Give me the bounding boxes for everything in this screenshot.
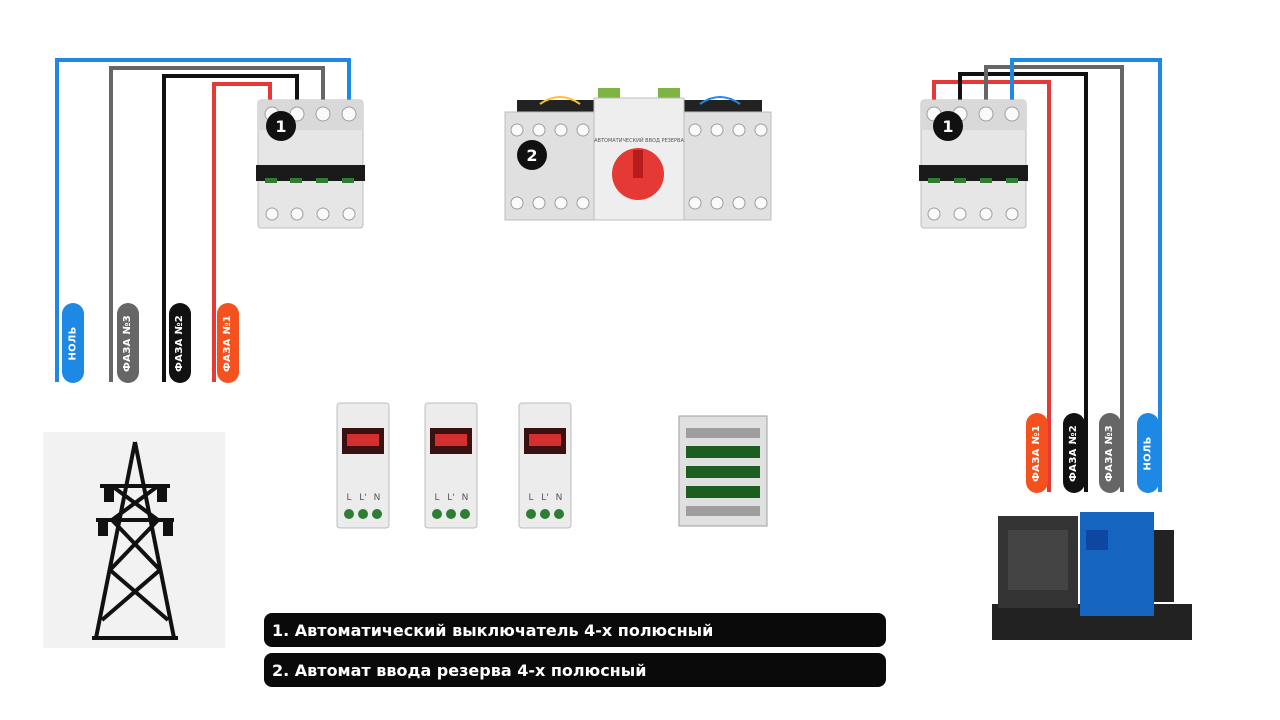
right-label-phase3: ФАЗА №3 xyxy=(1099,413,1121,493)
right-label-phase1: ФАЗА №1 xyxy=(1026,413,1048,493)
left-label-phase1: ФАЗА №1 xyxy=(217,303,239,383)
badge-breaker-left: 1 xyxy=(266,111,296,141)
terminal-block xyxy=(678,415,768,527)
relay3-terminal-l2: L' xyxy=(541,493,549,503)
relay2-terminal-n: N xyxy=(462,493,469,503)
voltage-relay-1 xyxy=(336,402,390,529)
relay1-terminal-l2: L' xyxy=(359,493,367,503)
left-label-phase2: ФАЗА №2 xyxy=(169,303,191,383)
left-neutral-wire xyxy=(55,58,351,382)
right-wires xyxy=(932,58,1162,492)
diesel-generator-icon xyxy=(992,512,1192,640)
right-neutral-wire xyxy=(1010,58,1162,492)
left-phase1-wire xyxy=(212,82,272,382)
left-label-phase3: ФАЗА №3 xyxy=(117,303,139,383)
right-label-neutral: НОЛЬ xyxy=(1137,413,1159,493)
relay1-terminal-n: N xyxy=(374,493,381,503)
right-phase1-wire xyxy=(932,80,1051,492)
badge-ats: 2 xyxy=(517,140,547,170)
right-phase3-wire xyxy=(984,65,1124,492)
right-label-phase2: ФАЗА №2 xyxy=(1063,413,1085,493)
transmission-tower-icon xyxy=(43,432,225,648)
left-phase2-wire xyxy=(162,74,299,382)
left-label-neutral: НОЛЬ xyxy=(62,303,84,383)
ats-caption: АВТОМАТИЧЕСКИЙ ВВОД РЕЗЕРВА xyxy=(594,137,684,144)
left-wires xyxy=(55,58,351,382)
relay2-terminal-l2: L' xyxy=(447,493,455,503)
legend-item-ats: 2. Автомат ввода резерва 4-х полюсный xyxy=(264,653,886,687)
left-phase3-wire xyxy=(109,66,325,382)
relay3-terminal-n: N xyxy=(556,493,563,503)
voltage-relay-2 xyxy=(424,402,478,529)
relay2-terminal-l: L xyxy=(434,493,439,503)
voltage-relay-3 xyxy=(518,402,572,529)
right-phase2-wire xyxy=(958,72,1088,492)
badge-breaker-right: 1 xyxy=(933,111,963,141)
legend-item-breaker: 1. Автоматический выключатель 4-х полюсн… xyxy=(264,613,886,647)
ats-switch xyxy=(504,88,772,221)
relay1-terminal-l: L xyxy=(346,493,351,503)
relay3-terminal-l: L xyxy=(528,493,533,503)
